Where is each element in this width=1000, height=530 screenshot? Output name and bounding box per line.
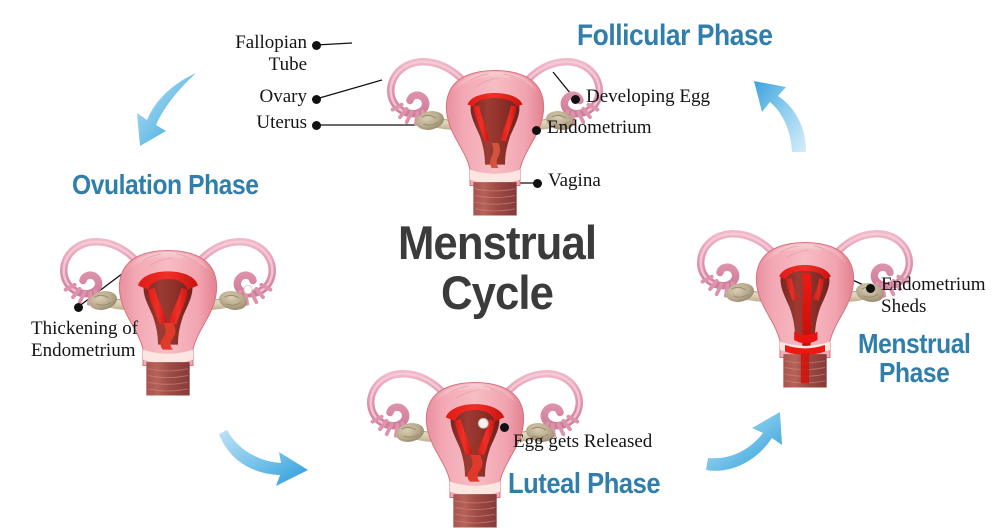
label-endometrium-sheds: Endometrium Sheds xyxy=(881,274,986,318)
dot-endometrium xyxy=(532,126,541,135)
dot-uterus xyxy=(312,121,321,130)
dot-ovary xyxy=(312,95,321,104)
released-egg-icon xyxy=(477,417,489,429)
uterus-luteal-illustration xyxy=(325,330,625,530)
dot-thickening xyxy=(74,303,83,312)
title-line-1: Menstrual xyxy=(397,216,597,269)
label-ovary: Ovary xyxy=(259,86,307,107)
dot-endometrium-sheds xyxy=(866,284,875,293)
label-endometrium: Endometrium xyxy=(547,117,652,138)
leader-fallopian-tube xyxy=(315,42,353,46)
arrow-bottom-right-icon xyxy=(706,412,782,471)
label-thickening-of-endometrium: Thickening of Endometrium xyxy=(31,318,139,362)
uterus-ovulation-illustration xyxy=(18,198,318,398)
leader-ovary xyxy=(315,79,383,100)
dot-developing-egg xyxy=(571,95,580,104)
dot-fallopian-tube xyxy=(312,41,321,50)
phase-label-menstrual: Menstrual Phase xyxy=(858,328,971,388)
page-title: Menstrual Cycle xyxy=(381,216,614,320)
uterus-menstrual-illustration xyxy=(655,190,955,390)
arrow-top-left-icon xyxy=(137,73,196,146)
dot-egg-released xyxy=(500,423,509,432)
phase-label-follicular: Follicular Phase xyxy=(577,19,773,52)
phase-label-ovulation: Ovulation Phase xyxy=(72,169,259,200)
title-line-2: Cycle xyxy=(440,266,554,320)
phase-label-luteal: Luteal Phase xyxy=(508,468,661,500)
arrow-bottom-left-icon xyxy=(219,430,308,486)
label-fallopian-tube: Fallopian Tube xyxy=(235,32,307,76)
arrow-top-right-icon xyxy=(754,81,806,152)
label-developing-egg: Developing Egg xyxy=(586,86,711,107)
label-vagina: Vagina xyxy=(548,170,601,191)
dot-vagina xyxy=(533,179,542,188)
label-egg-gets-released: Egg gets Released xyxy=(513,431,653,452)
menstrual-blood-flow xyxy=(801,273,812,354)
label-uterus: Uterus xyxy=(256,112,307,133)
uterus-follicular-illustration xyxy=(345,18,645,218)
